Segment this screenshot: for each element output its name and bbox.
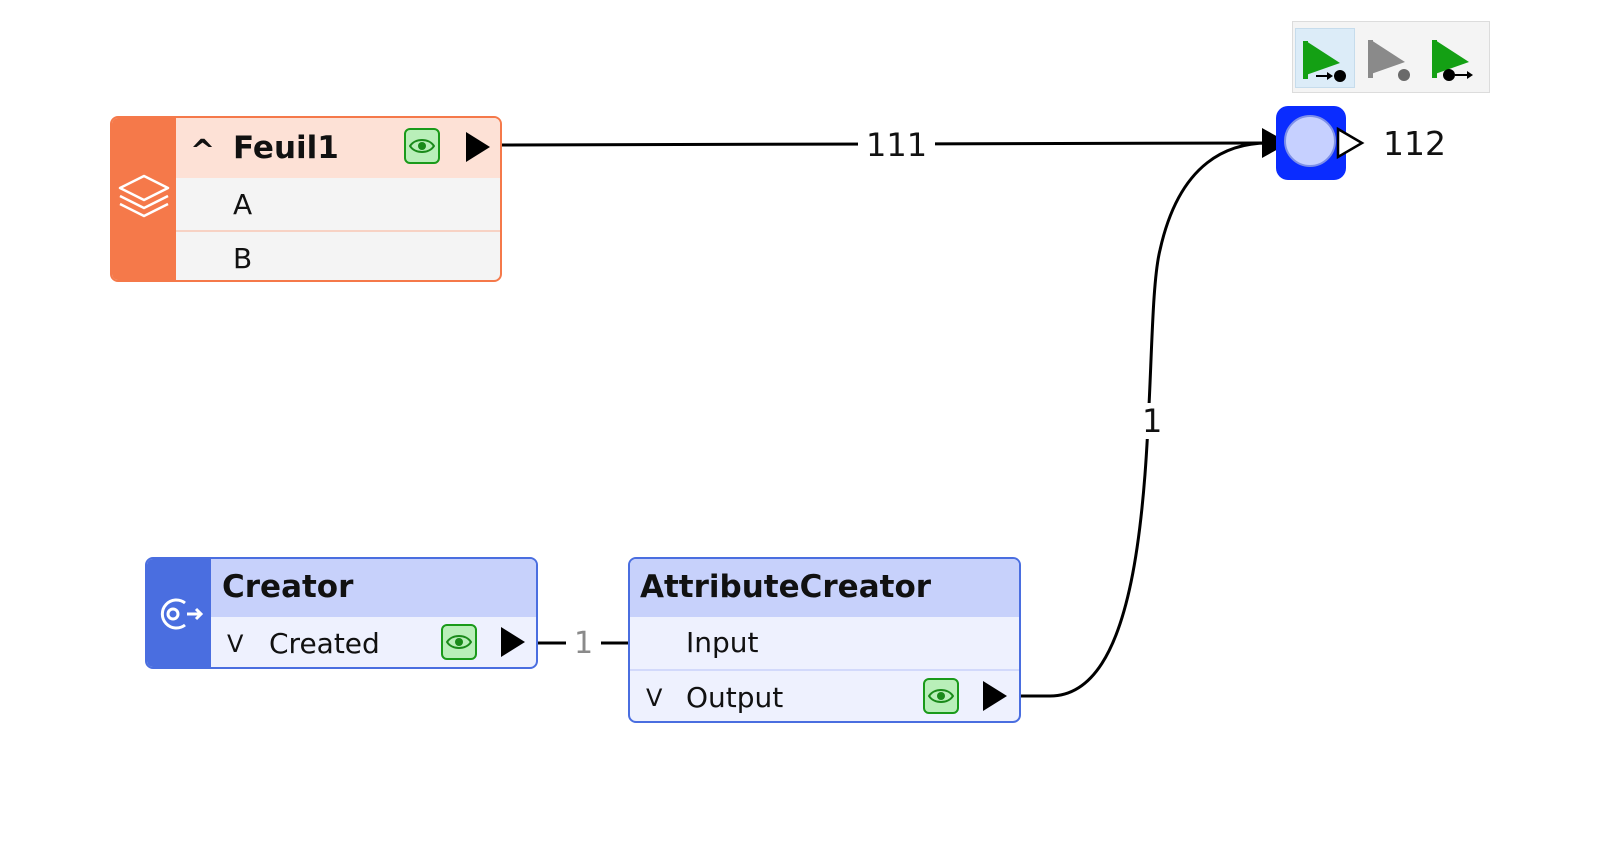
creator-icon [160,598,204,630]
inspect-output-button[interactable] [404,128,440,164]
run-toolbar [1292,21,1490,93]
attribute-name: A [233,188,253,221]
junction-node[interactable] [1276,106,1346,180]
creator-node-header[interactable]: Creator [211,559,536,617]
eye-icon [446,635,472,649]
layers-icon [118,174,170,218]
attribute-row: B [176,232,500,280]
junction-feature-count: 112 [1383,124,1446,163]
reader-node-title: Feuil1 [233,130,339,166]
attributecreator-node[interactable]: AttributeCreator Input V Output [628,557,1021,723]
attributecreator-node-header[interactable]: AttributeCreator [630,559,1019,617]
expand-toggle[interactable]: V [646,684,663,712]
output-port-label: Created [269,627,380,660]
attribute-name: B [233,242,253,275]
connection-count-label: 1 [1136,403,1169,439]
collapse-toggle[interactable]: ^ [190,134,216,169]
run-to-this-button[interactable] [1295,28,1355,88]
connection-count-label: 111 [858,127,936,163]
output-port[interactable] [983,681,1007,711]
connection-attributecreator-to-junction[interactable] [1010,141,1269,698]
eye-icon [928,689,954,703]
output-port[interactable] [501,627,525,657]
output-port-label: Output [686,681,784,714]
reader-node-sidebar [112,118,176,280]
inspect-output-button[interactable] [441,624,477,660]
inspect-output-button[interactable] [923,678,959,714]
expand-toggle[interactable]: V [227,630,244,658]
input-port-label: Input [686,626,759,659]
run-from-this-button[interactable] [1425,28,1485,88]
creator-node-title: Creator [222,569,354,605]
output-port-row: V Output [630,671,1019,721]
junction-circle [1284,115,1336,167]
junction-input-arrow [1262,128,1289,158]
reader-node-header[interactable]: ^ Feuil1 [176,118,500,178]
attribute-row: A [176,178,500,232]
creator-node-sidebar [147,559,211,667]
green-flag-dot-arrow-icon [1432,40,1473,81]
junction-output-port[interactable] [1336,126,1366,160]
output-port[interactable] [466,132,490,162]
reader-node-feuil1[interactable]: ^ Feuil1 A B [110,116,502,282]
input-port-row: Input [630,617,1019,671]
creator-node[interactable]: Creator V Created [145,557,538,669]
connection-count-label: 1 [566,626,602,662]
attributecreator-node-title: AttributeCreator [640,569,932,605]
green-flag-arrow-dot-icon [1303,41,1346,82]
run-this-button[interactable] [1361,28,1421,88]
creator-output-row: V Created [211,617,536,667]
eye-icon [409,139,435,153]
gray-flag-dot-icon [1368,40,1410,81]
